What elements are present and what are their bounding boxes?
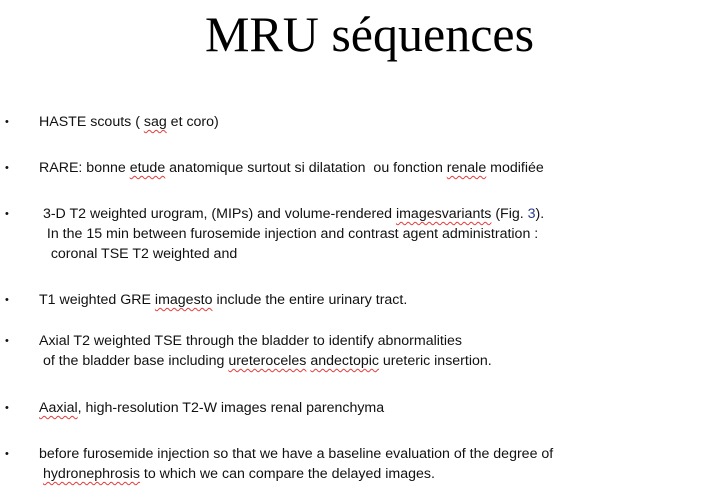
text-run: (Fig. xyxy=(491,206,528,222)
bullet-dot: • xyxy=(5,116,9,128)
text-run: to which we can compare the delayed imag… xyxy=(139,466,435,482)
misspelled-word: hydronephrosis xyxy=(42,466,140,482)
misspelled-word: andectopic xyxy=(310,353,379,369)
text-run: ). xyxy=(535,206,545,222)
text-run: ureteric insertion. xyxy=(378,353,492,369)
misspelled-word: ureteroceles xyxy=(228,353,307,369)
bullet-dot: • xyxy=(5,402,9,414)
text-run: RARE: bonne xyxy=(39,160,130,176)
bullet-text-line: HASTE scouts ( sag et coro) xyxy=(39,112,219,132)
misspelled-word: renale xyxy=(446,160,487,176)
misspelled-word: imagesvariants xyxy=(395,206,492,222)
bullet-text-line: before furosemide injection so that we h… xyxy=(39,446,554,462)
bullet-dot: • xyxy=(5,162,9,174)
misspelled-word: etude xyxy=(129,160,166,176)
bullet-text-line: Aaxial, high-resolution T2-W images rena… xyxy=(39,398,384,418)
bullet-text-line: Axial T2 weighted TSE through the bladde… xyxy=(39,333,462,349)
bullet-text-line: In the 15 min between furosemide injecti… xyxy=(39,226,539,242)
figure-reference: 3 xyxy=(527,206,536,222)
text-run: include the entire urinary tract. xyxy=(212,292,408,308)
text-run: T1 weighted GRE xyxy=(39,292,155,308)
bullet-text-line: coronal TSE T2 weighted and xyxy=(39,246,238,262)
text-run: , high-resolution T2-W images renal pare… xyxy=(77,400,385,416)
misspelled-word: sag xyxy=(143,114,167,130)
bullet-dot: • xyxy=(5,294,9,306)
bullet-text-line: T1 weighted GRE imagesto include the ent… xyxy=(39,290,407,310)
text-run: 3-D T2 weighted urogram, (MIPs) and volu… xyxy=(39,206,396,222)
text-run: modifiée xyxy=(486,160,544,176)
bullet-text-line: RARE: bonne etude anatomique surtout si … xyxy=(39,158,544,178)
text-run: of the bladder base including xyxy=(39,353,229,369)
text-run: HASTE scouts ( xyxy=(39,114,144,130)
bullet-dot: • xyxy=(5,208,9,220)
bullet-text-line: of the bladder base including ureterocel… xyxy=(39,351,492,371)
text-run: anatomique surtout si dilatation ou fonc… xyxy=(165,160,447,176)
bullet-dot: • xyxy=(5,335,9,347)
misspelled-word: Aaxial xyxy=(39,400,78,416)
text-run: et coro) xyxy=(166,114,219,130)
bullet-dot: • xyxy=(5,448,9,460)
bullet-text-line: 3-D T2 weighted urogram, (MIPs) and volu… xyxy=(39,204,544,224)
misspelled-word: imagesto xyxy=(154,292,213,308)
slide-title: MRU séquences xyxy=(204,6,535,62)
bullet-text-line: hydronephrosis to which we can compare t… xyxy=(39,464,435,484)
